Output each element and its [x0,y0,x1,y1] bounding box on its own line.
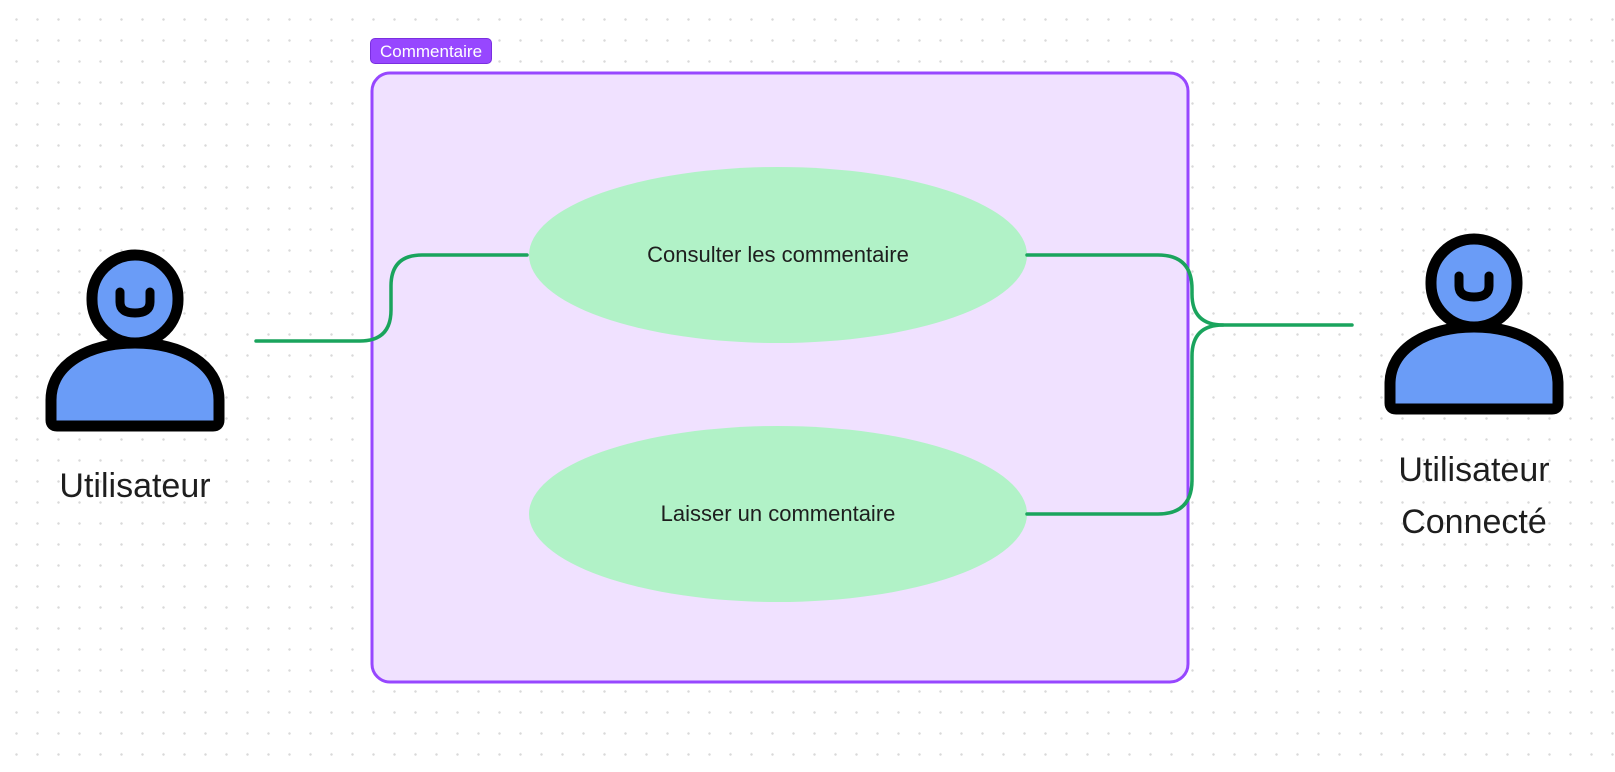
usecase-consulter-label: Consulter les commentaire [647,242,909,267]
connector-consulter-connecte[interactable] [1025,253,1354,327]
user-icon[interactable] [1384,233,1564,415]
actor-connecte-label-line1: Utilisateur [1398,451,1550,489]
user-icon[interactable] [45,249,225,432]
connector-utilisateur-consulter[interactable] [254,253,529,343]
usecase-laisser-label: Laisser un commentaire [660,501,896,526]
actor-connecte-label: Utilisateur Connecté [1369,444,1579,548]
actor-connecte-label-line2: Connecté [1401,503,1547,541]
connector-laisser-connecte[interactable] [1025,323,1225,516]
actor-utilisateur-label: Utilisateur [59,467,211,505]
usecase-laisser-ellipse[interactable] [529,426,1027,602]
usecase-consulter-ellipse[interactable] [529,167,1027,343]
frame-title[interactable]: Commentaire [370,38,493,64]
